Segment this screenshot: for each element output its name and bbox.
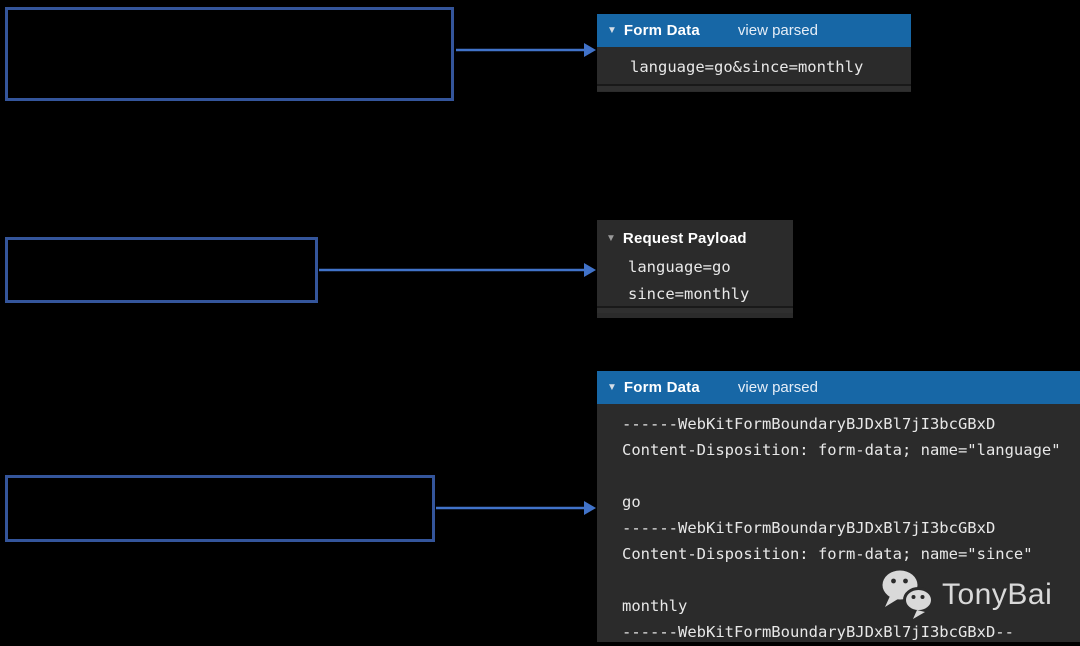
form-data-header: ▼ Form Data view parsed	[597, 371, 1080, 404]
devtools-panel-request-payload: ▼ Request Payload language=go since=mont…	[597, 220, 793, 318]
divider	[597, 84, 911, 86]
source-box-urlencoded	[5, 7, 454, 101]
watermark: TonyBai	[880, 569, 1052, 621]
code-line: monthly	[622, 597, 688, 615]
code-line	[622, 463, 1080, 489]
collapse-triangle-icon[interactable]: ▼	[607, 381, 617, 393]
panel-footer-strip	[597, 308, 793, 313]
panel-title: Form Data	[623, 22, 700, 39]
code-line: ------WebKitFormBoundaryBJDxBl7jI3bcGBxD…	[622, 623, 1014, 641]
arrowhead-icon	[584, 43, 596, 57]
panel-title: Form Data	[623, 379, 700, 396]
arrowhead-icon	[584, 501, 596, 515]
code-line: language=go&since=monthly	[630, 58, 864, 76]
devtools-panel-form-data-multipart: ▼ Form Data view parsed ------WebKitForm…	[597, 371, 1080, 642]
code-line: go	[622, 493, 641, 511]
code-line: ------WebKitFormBoundaryBJDxBl7jI3bcGBxD	[622, 519, 996, 537]
collapse-triangle-icon[interactable]: ▼	[606, 232, 616, 244]
form-data-header: ▼ Form Data view parsed	[597, 14, 911, 47]
code-line: since=monthly	[628, 285, 750, 303]
code-line: language=go	[628, 258, 731, 276]
divider	[597, 306, 793, 308]
panel-title: Request Payload	[622, 230, 747, 247]
source-box-raw-payload	[5, 237, 318, 303]
collapse-triangle-icon[interactable]: ▼	[607, 24, 617, 36]
code-line: Content-Disposition: form-data; name="si…	[622, 545, 1033, 563]
wechat-icon	[882, 570, 934, 619]
panel-footer-strip	[597, 86, 911, 91]
devtools-panel-form-data-urlencoded: ▼ Form Data view parsed language=go&sinc…	[597, 14, 911, 92]
watermark-label: TonyBai	[942, 578, 1053, 611]
view-parsed-link[interactable]: view parsed	[737, 379, 818, 396]
view-parsed-link[interactable]: view parsed	[737, 22, 818, 39]
code-line: Content-Disposition: form-data; name="la…	[622, 441, 1061, 459]
request-payload-header: ▼ Request Payload	[597, 220, 793, 247]
code-line: ------WebKitFormBoundaryBJDxBl7jI3bcGBxD	[622, 415, 996, 433]
source-box-multipart	[5, 475, 435, 542]
arrowhead-icon	[584, 263, 596, 277]
